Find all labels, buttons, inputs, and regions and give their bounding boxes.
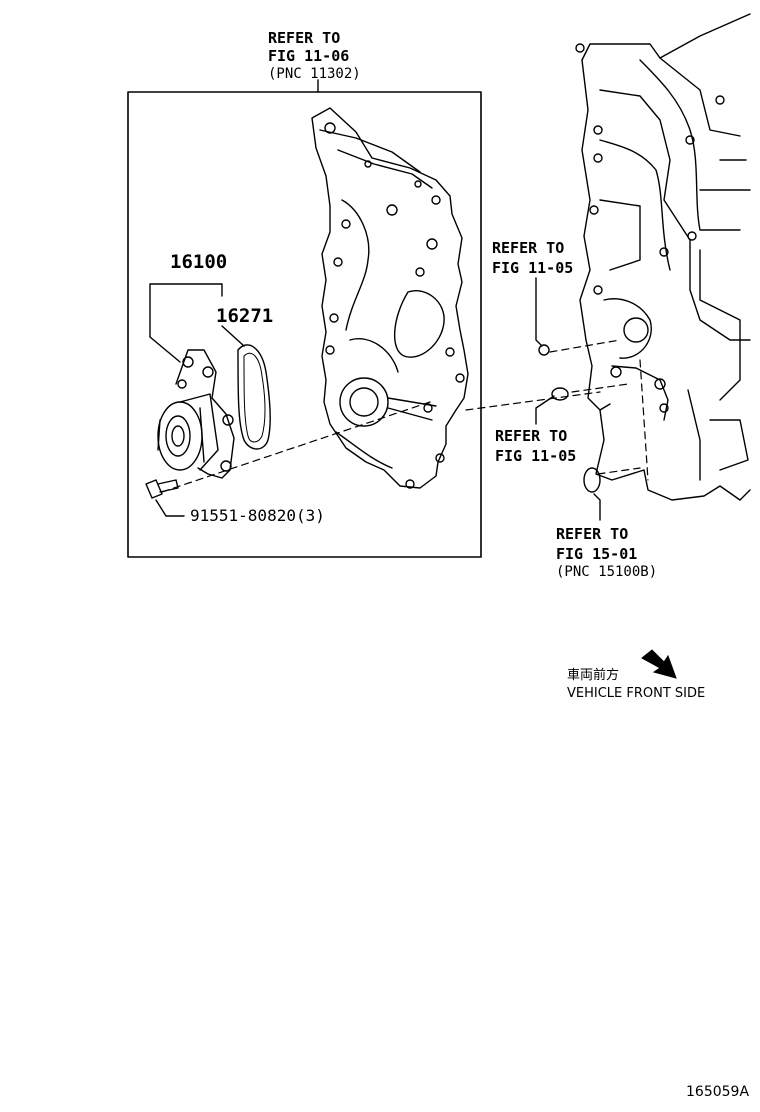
orientation-english: VEHICLE FRONT SIDE [567,686,706,701]
leader-right-upper [535,277,543,347]
gasket-inner [243,352,266,443]
right-lower-callout-line1: REFER TO [556,525,629,543]
o-ring-middle [551,387,569,401]
right-lower-callout-line2: FIG 15-01 [556,545,638,563]
part-label-gasket: 16271 [216,305,274,327]
water-pump [157,349,235,479]
part-label-bolt: 91551-80820(3) [190,506,325,525]
gasket [237,344,271,450]
right-middle-callout-line1: REFER TO [495,427,568,445]
engine-block [575,13,751,501]
group-frame [127,91,482,558]
illustration-code: 165059A [686,1084,750,1100]
part-leaders [149,283,245,517]
orientation-japanese: 車両前方 [567,668,620,683]
right-upper-callout-line1: REFER TO [492,239,565,257]
right-lower-callout-line3: (PNC 15100B) [556,564,658,580]
top-callout-line3: (PNC 11302) [268,66,361,82]
right-middle-callout-line2: FIG 11-05 [495,447,577,465]
leader-right-lower [593,493,601,521]
front-arrow-icon [641,649,677,679]
timing-cover [311,107,469,489]
alignment-lines [161,339,649,493]
leader-right-middle [535,395,555,425]
part-label-pump: 16100 [170,251,228,273]
top-callout-line2: FIG 11-06 [268,47,350,65]
right-upper-callout-line2: FIG 11-05 [492,259,574,277]
o-ring-lower [583,467,601,493]
bolt [145,479,179,499]
top-callout-line1: REFER TO [268,29,341,47]
seal-upper [538,344,550,356]
